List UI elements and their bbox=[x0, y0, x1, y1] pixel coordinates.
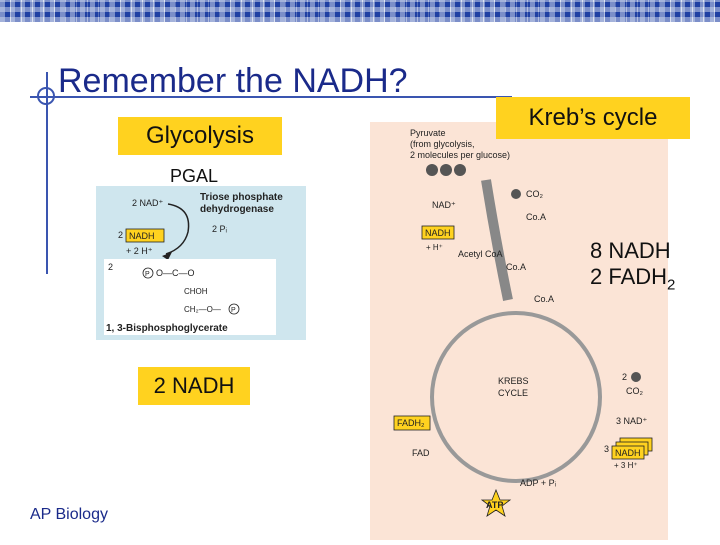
pgal-label: PGAL bbox=[170, 166, 219, 186]
left-rule bbox=[46, 72, 48, 274]
co2-count: 2 bbox=[622, 372, 627, 382]
coa2-text: Co.A bbox=[506, 262, 526, 272]
ch2-text: CH₂—O— bbox=[184, 305, 221, 314]
krebs-word2: CYCLE bbox=[498, 388, 528, 398]
nad-in-text: 2 NAD⁺ bbox=[132, 198, 164, 208]
reaction-arrow bbox=[165, 203, 190, 255]
fadh2-box: FADH₂ bbox=[397, 418, 425, 428]
krebs-cycle-figure: Pyruvate (from glycolysis, 2 molecules p… bbox=[370, 122, 668, 540]
h-plus-text: + H⁺ bbox=[426, 243, 443, 252]
mult-text: 2 bbox=[108, 262, 113, 272]
slide-title: Remember the NADH? bbox=[58, 62, 408, 100]
footer-course-label: AP Biology bbox=[30, 506, 108, 523]
pyruvate-line2: (from glycolysis, bbox=[410, 139, 475, 149]
krebs-fadh2-label: 2 FADH2 bbox=[590, 264, 675, 298]
krebs-nadh-label: 8 NADH bbox=[590, 238, 671, 263]
enzyme-line2: dehydrogenase bbox=[200, 204, 274, 215]
coa3-text: Co.A bbox=[534, 294, 554, 304]
glycolysis-nadh-label: 2 NADH bbox=[138, 367, 250, 405]
krebs-fadh2-prefix: 2 FADH bbox=[590, 264, 668, 289]
carbon-o-text: O—C—O bbox=[156, 268, 195, 278]
atp-text: ATP bbox=[486, 500, 503, 510]
coa1-text: Co.A bbox=[526, 212, 546, 222]
nad-text: NAD⁺ bbox=[432, 200, 456, 210]
glycolysis-label: Glycolysis bbox=[118, 117, 282, 155]
three-h-text: + 3 H⁺ bbox=[614, 461, 638, 470]
h-out-text: + 2 H⁺ bbox=[126, 246, 153, 256]
atp-burst-icon bbox=[480, 488, 512, 517]
enzyme-line1: Triose phosphate bbox=[200, 192, 283, 203]
acetyl-coa-text: Acetyl CoA bbox=[458, 249, 503, 259]
pyruvate-line3: 2 molecules per glucose) bbox=[410, 150, 510, 160]
nadh-prefix: 2 bbox=[118, 230, 123, 240]
p-circle-right: P bbox=[231, 307, 236, 314]
co2-right: CO₂ bbox=[626, 386, 644, 396]
pi-in-text: 2 Pᵢ bbox=[212, 224, 227, 234]
krebs-cycle-ring bbox=[430, 311, 602, 483]
three-nad-text: 3 NAD⁺ bbox=[616, 416, 648, 426]
pyruvate-line1: Pyruvate bbox=[410, 128, 446, 138]
p-circle-left: P bbox=[145, 271, 150, 278]
product-text: 1, 3-Bisphosphoglycerate bbox=[106, 323, 228, 334]
co2-top: CO₂ bbox=[526, 189, 544, 199]
nadh-box-top: NADH bbox=[425, 228, 451, 238]
krebs-fadh2-sub: 2 bbox=[667, 276, 676, 294]
nadh-box-text: NADH bbox=[129, 231, 155, 241]
top-banner-pattern bbox=[0, 0, 720, 22]
title-underline bbox=[30, 96, 512, 98]
krebs-cycle-label: Kreb’s cycle bbox=[496, 97, 690, 139]
top-banner bbox=[0, 0, 720, 22]
fad-text: FAD bbox=[412, 448, 430, 458]
choh-text: CHOH bbox=[184, 287, 208, 296]
glycolysis-reaction-figure: 2 NAD⁺ Triose phosphate dehydrogenase 2 … bbox=[96, 186, 306, 340]
krebs-word1: KREBS bbox=[498, 376, 529, 386]
pyruvate-molecule bbox=[426, 164, 466, 176]
three-text: 3 bbox=[604, 444, 609, 454]
nadh-stack-text: NADH bbox=[615, 448, 641, 458]
crosshair-ornament bbox=[37, 87, 55, 105]
adp-text: ADP + Pᵢ bbox=[520, 478, 556, 488]
